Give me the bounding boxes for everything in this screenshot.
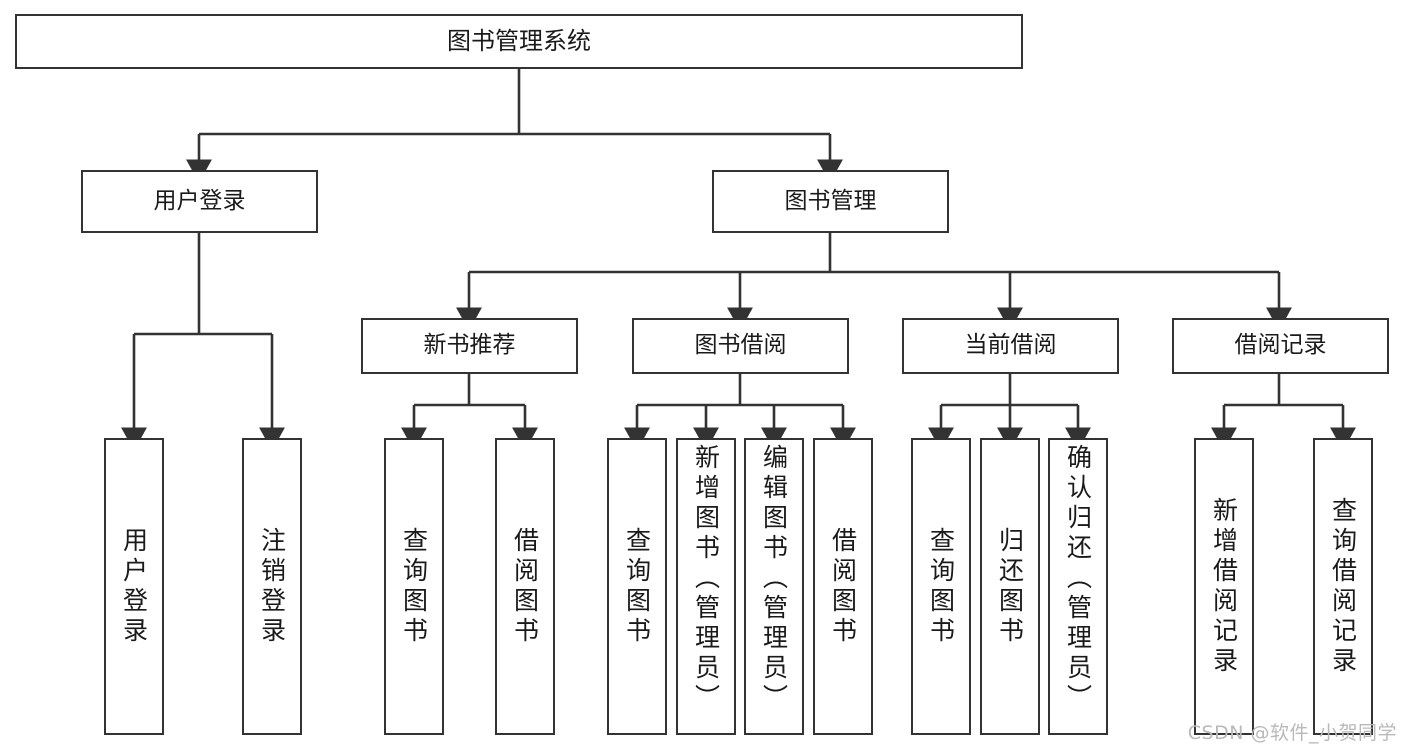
node-label: 图书借阅: [694, 332, 787, 359]
leaf-query-borrow-record[interactable]: 查询借阅记录: [1313, 438, 1373, 735]
leaf-add-borrow-record[interactable]: 新增借阅记录: [1194, 438, 1254, 735]
node-label: 当前借阅: [964, 332, 1057, 359]
node-label: 查询图书: [926, 526, 956, 647]
node-book-management[interactable]: 图书管理: [712, 170, 949, 233]
node-label: 归还图书: [995, 526, 1025, 647]
node-label: 图书管理系统: [447, 27, 591, 56]
node-label: 借阅图书: [828, 526, 858, 647]
node-label: 用户登录: [153, 187, 246, 214]
node-label: 编辑图书（管理员）: [759, 444, 789, 714]
node-label: 查询图书: [622, 526, 652, 647]
node-label: 借阅图书: [510, 526, 540, 647]
leaf-borrow-book-recommend[interactable]: 借阅图书: [495, 438, 555, 735]
leaf-confirm-return-admin[interactable]: 确认归还（管理员）: [1048, 438, 1108, 735]
node-root-book-management-system[interactable]: 图书管理系统: [15, 14, 1023, 69]
node-label: 用户登录: [119, 526, 149, 647]
node-current-borrow[interactable]: 当前借阅: [902, 318, 1119, 374]
leaf-edit-book-admin[interactable]: 编辑图书（管理员）: [744, 438, 804, 735]
node-label: 注销登录: [257, 526, 287, 647]
node-user-login[interactable]: 用户登录: [81, 170, 318, 233]
node-label: 新书推荐: [423, 332, 516, 359]
node-label: 查询图书: [399, 526, 429, 647]
watermark: CSDN @软件_小贺同学: [1187, 722, 1397, 744]
node-label: 新增图书（管理员）: [691, 444, 721, 714]
leaf-query-book-current[interactable]: 查询图书: [911, 438, 971, 735]
leaf-query-book-borrow[interactable]: 查询图书: [607, 438, 667, 735]
node-new-book-recommend[interactable]: 新书推荐: [361, 318, 578, 374]
leaf-add-book-admin[interactable]: 新增图书（管理员）: [676, 438, 736, 735]
node-label: 新增借阅记录: [1209, 496, 1239, 677]
leaf-return-book[interactable]: 归还图书: [980, 438, 1040, 735]
leaf-borrow-book[interactable]: 借阅图书: [813, 438, 873, 735]
node-book-borrow[interactable]: 图书借阅: [632, 318, 849, 374]
node-borrow-record[interactable]: 借阅记录: [1172, 318, 1389, 374]
node-label: 借阅记录: [1234, 332, 1327, 359]
node-label: 图书管理: [784, 187, 877, 214]
leaf-user-logout[interactable]: 注销登录: [242, 438, 302, 735]
leaf-query-book-recommend[interactable]: 查询图书: [384, 438, 444, 735]
node-label: 确认归还（管理员）: [1063, 444, 1093, 714]
node-label: 查询借阅记录: [1328, 496, 1358, 677]
leaf-user-login[interactable]: 用户登录: [104, 438, 164, 735]
